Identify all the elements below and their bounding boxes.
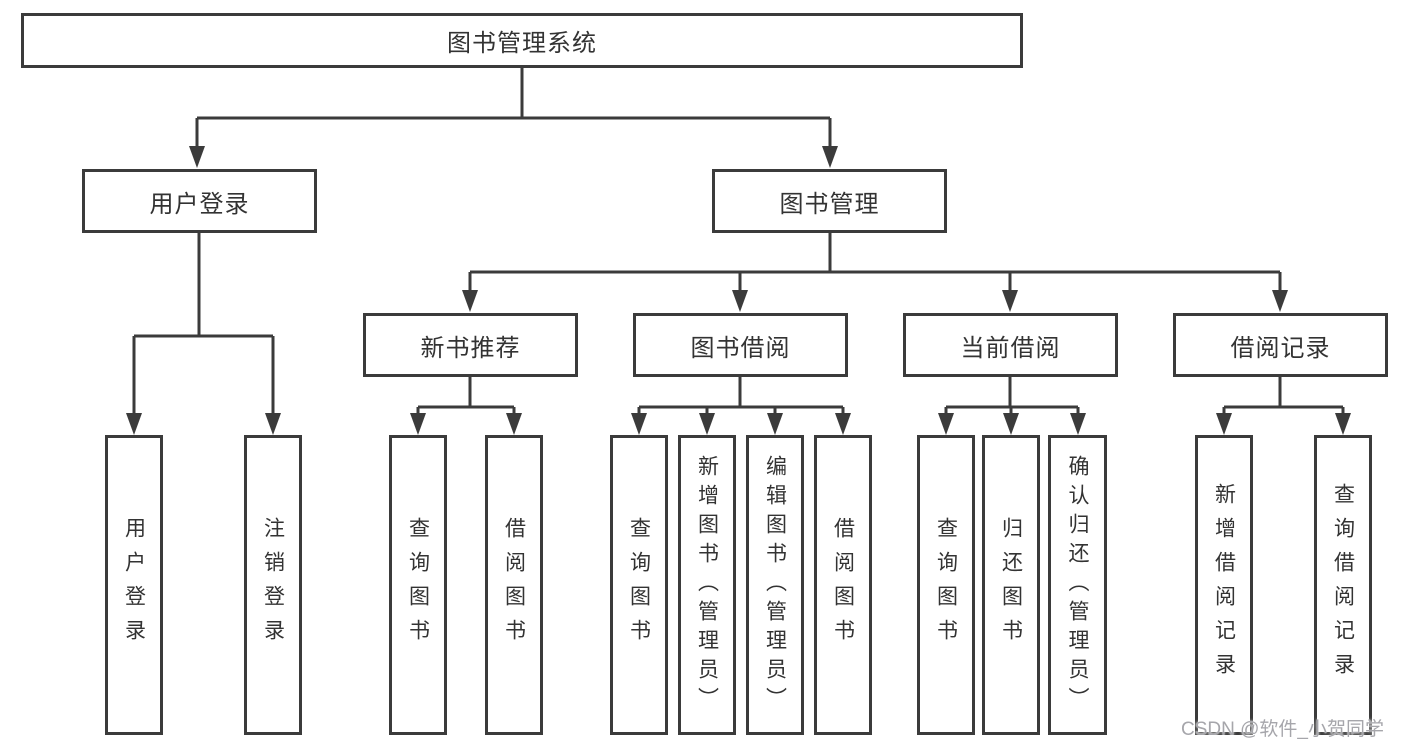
node-user-login: 用户登录: [82, 169, 317, 233]
node-book-management: 图书管理: [712, 169, 947, 233]
leaf-add-borrow-record: 新增借阅记录: [1195, 435, 1253, 735]
leaf-confirm-return-admin: 确认归还（管理员）: [1048, 435, 1107, 735]
node-label: 图书管理系统: [447, 30, 597, 57]
leaf-query-books-borrowing: 查询图书: [610, 435, 668, 735]
node-label: 新增图书（管理员）: [695, 454, 719, 716]
node-label: 新增借阅记录: [1212, 483, 1236, 687]
node-borrowing-records: 借阅记录: [1173, 313, 1388, 377]
leaf-query-borrow-record: 查询借阅记录: [1314, 435, 1372, 735]
csdn-watermark: CSDN @软件_小贺同学: [1181, 719, 1384, 740]
leaf-query-books-current: 查询图书: [917, 435, 975, 735]
node-label: 图书借阅: [690, 334, 791, 362]
node-label: 图书管理: [779, 190, 880, 218]
node-library-management-system: 图书管理系统: [21, 13, 1023, 68]
leaf-logout-login: 注销登录: [244, 435, 302, 735]
node-label: 编辑图书（管理员）: [763, 454, 787, 716]
node-label: 借阅图书: [502, 517, 526, 653]
node-label: 借阅图书: [831, 517, 855, 653]
node-label: 注销登录: [261, 517, 285, 653]
node-label: 当前借阅: [960, 334, 1061, 362]
leaf-return-books: 归还图书: [982, 435, 1040, 735]
leaf-borrow-books-borrowing: 借阅图书: [814, 435, 872, 735]
node-label: 用户登录: [122, 517, 146, 653]
node-label: 查询图书: [934, 517, 958, 653]
leaf-query-books-recommendation: 查询图书: [389, 435, 447, 735]
node-label: 查询借阅记录: [1331, 483, 1355, 687]
node-label: 确认归还（管理员）: [1066, 454, 1089, 716]
node-book-borrowing: 图书借阅: [633, 313, 848, 377]
node-label: 归还图书: [999, 517, 1023, 653]
leaf-edit-book-admin: 编辑图书（管理员）: [746, 435, 804, 735]
node-label: 借阅记录: [1230, 334, 1331, 362]
leaf-add-book-admin: 新增图书（管理员）: [678, 435, 736, 735]
node-label: 查询图书: [627, 517, 651, 653]
leaf-user-login: 用户登录: [105, 435, 163, 735]
leaf-borrow-books-recommendation: 借阅图书: [485, 435, 543, 735]
node-label: 新书推荐: [420, 334, 521, 362]
node-label: 查询图书: [406, 517, 430, 653]
node-new-book-recommendation: 新书推荐: [363, 313, 578, 377]
node-current-borrowing: 当前借阅: [903, 313, 1118, 377]
node-label: 用户登录: [149, 190, 250, 218]
